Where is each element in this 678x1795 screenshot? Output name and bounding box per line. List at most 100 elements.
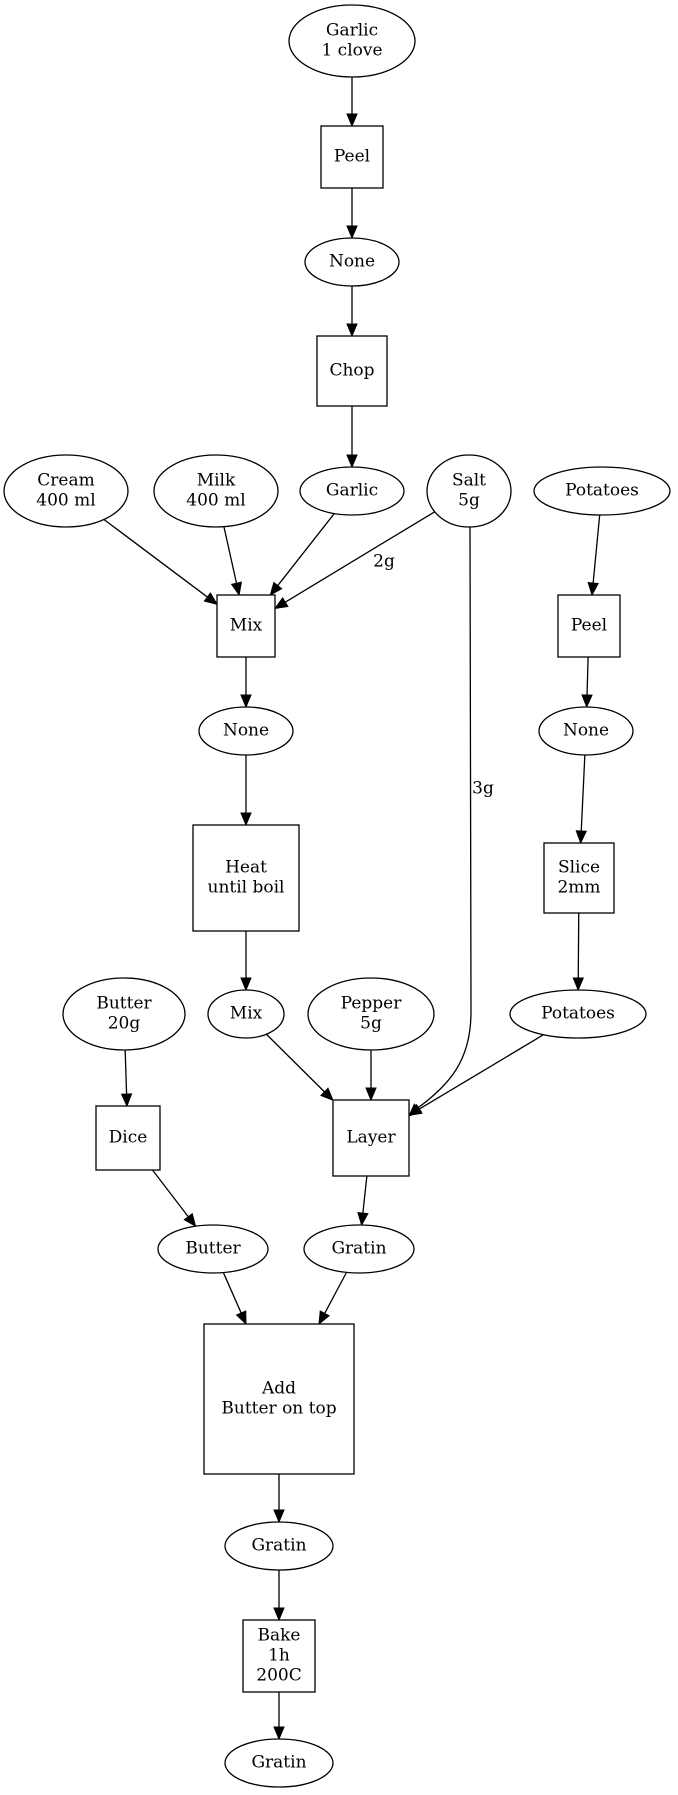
edge-potatoes2-to-layer (407, 1034, 544, 1116)
node-gratin1: Gratin (303, 1224, 415, 1274)
arrowhead-mix2->layer (320, 1087, 334, 1102)
node-ellipse (3, 454, 129, 528)
node-ellipse (307, 977, 435, 1051)
node-ellipse (299, 466, 405, 516)
node-label: Gratin (251, 1753, 306, 1773)
node-label: Butter (96, 994, 152, 1014)
arrowhead-none2->heat (240, 812, 252, 827)
node-ellipse (533, 466, 671, 516)
node-peel2: Peel (557, 594, 621, 658)
arrowhead-bake->gratin3 (273, 1726, 285, 1741)
edge-line (586, 656, 589, 696)
arrowhead-cream->mix1 (203, 592, 219, 606)
edge-salt-to-mix1: 2g (273, 511, 436, 610)
edge-line (362, 1175, 368, 1214)
node-butter2: Butter (157, 1224, 269, 1274)
arrowhead-garlic_in->peel1 (346, 113, 358, 128)
edge-gratin1-to-add (318, 1272, 348, 1326)
node-ellipse (198, 706, 294, 756)
node-mix1: Mix (216, 594, 276, 658)
edge-layer-to-gratin1 (357, 1175, 369, 1227)
node-label: Add (261, 1379, 296, 1399)
edge-line (151, 1169, 189, 1218)
edge-line (414, 526, 472, 1111)
edge-none3-to-slice (575, 754, 588, 845)
node-ellipse (426, 454, 512, 528)
node-box (332, 1099, 410, 1177)
node-label: Milk (197, 471, 236, 491)
edge-label: 3g (472, 779, 494, 799)
node-gratin3: Gratin (224, 1738, 334, 1788)
edge-line (324, 1272, 348, 1314)
arrowhead-potatoes_in->peel2 (587, 582, 599, 597)
node-label: 1h (268, 1646, 290, 1666)
node-label: 20g (108, 1014, 141, 1034)
edge-peel2-to-none3 (581, 656, 593, 709)
node-ellipse (303, 1224, 415, 1274)
arrowhead-peel1->none1 (346, 225, 358, 240)
node-label: None (563, 721, 609, 741)
node-chop: Chop (316, 335, 388, 407)
node-box (216, 594, 276, 658)
node-label: Peel (571, 616, 607, 636)
edge-dice-to-butter2 (151, 1169, 197, 1228)
edge-butter_in-to-dice (120, 1049, 133, 1108)
edge-line (277, 513, 335, 586)
arrowhead-heat->mix2 (240, 977, 252, 992)
node-label: 400 ml (36, 491, 95, 511)
node-ellipse (62, 977, 186, 1051)
edge-pepper-to-layer (365, 1050, 377, 1102)
node-label: Mix (230, 1004, 263, 1024)
node-garlic2: Garlic (299, 466, 405, 516)
arrowhead-peel2->none3 (581, 694, 593, 709)
node-peel1: Peel (320, 125, 384, 189)
node-ellipse (538, 706, 634, 756)
edge-line (103, 518, 208, 598)
node-label: Potatoes (541, 1004, 615, 1024)
node-label: Layer (346, 1128, 396, 1148)
edge-mix2-to-layer (265, 1033, 334, 1102)
edge-line (592, 514, 601, 584)
node-label: Pepper (341, 994, 403, 1014)
node-label: Gratin (331, 1239, 386, 1259)
node-ellipse (207, 989, 285, 1039)
node-box (543, 842, 615, 914)
node-box (192, 824, 300, 932)
node-label: Dice (109, 1128, 148, 1148)
node-label: Potatoes (565, 481, 639, 501)
edge-butter2-to-add (222, 1272, 247, 1326)
node-label: Slice (558, 858, 600, 878)
edge-heat-to-mix2 (240, 931, 252, 992)
node-box (95, 1105, 161, 1171)
node-label: 5g (458, 491, 480, 511)
arrowhead-none3->slice (575, 830, 588, 845)
edge-line (418, 1034, 544, 1110)
arrowhead-garlic2->mix1 (269, 581, 283, 597)
edge-line (223, 526, 238, 584)
node-label: Garlic (326, 21, 378, 41)
node-label: Salt (452, 471, 486, 491)
edge-bake-to-gratin3 (273, 1692, 285, 1741)
node-layer: Layer (332, 1099, 410, 1177)
node-ellipse (157, 1224, 269, 1274)
edge-milk-to-mix1 (223, 526, 243, 597)
edge-line (222, 1272, 242, 1314)
edge-peel1-to-none1 (346, 188, 358, 240)
arrowhead-gratin1->add (318, 1310, 330, 1326)
edge-line (580, 754, 586, 832)
node-dice: Dice (95, 1105, 161, 1171)
arrowhead-none1->chop (346, 323, 358, 338)
arrowhead-chop->garlic2 (346, 454, 358, 469)
node-none1: None (304, 237, 400, 287)
edge-label: 2g (373, 552, 395, 572)
arrowhead-add->gratin2 (273, 1509, 285, 1524)
